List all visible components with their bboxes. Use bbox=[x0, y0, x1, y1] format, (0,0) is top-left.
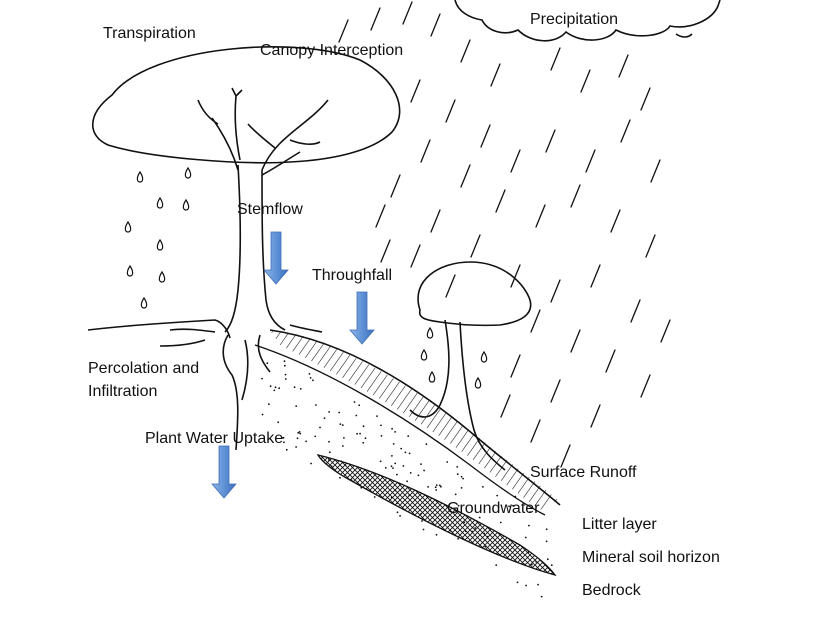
label-percolation-infiltration: Percolation and Infiltration bbox=[88, 360, 200, 401]
drop-icon bbox=[474, 376, 482, 389]
drop-icon bbox=[124, 220, 132, 233]
label-surface-runoff: Surface Runoff bbox=[530, 464, 637, 481]
drop-icon bbox=[140, 296, 148, 309]
down-arrow-icon bbox=[263, 231, 289, 285]
label-litter-layer: Litter layer bbox=[582, 516, 657, 533]
litter-band bbox=[270, 330, 558, 510]
sapling-icon bbox=[409, 261, 532, 471]
drop-icon bbox=[156, 238, 164, 251]
down-arrow-icon bbox=[211, 445, 237, 499]
label-plant-water-uptake: Plant Water Uptake bbox=[145, 430, 284, 447]
drop-icon bbox=[158, 270, 166, 283]
drop-icon bbox=[124, 166, 488, 389]
drop-icon bbox=[156, 196, 164, 209]
down-arrow-icon bbox=[349, 291, 375, 345]
label-mineral-soil-horizon: Mineral soil horizon bbox=[582, 549, 720, 566]
drop-icon bbox=[184, 166, 192, 179]
drop-icon bbox=[426, 326, 434, 339]
label-transpiration: Transpiration bbox=[103, 25, 196, 42]
label-groundwater: Groundwater bbox=[447, 500, 540, 517]
label-canopy-interception: Canopy Interception bbox=[260, 42, 404, 59]
drop-icon bbox=[480, 350, 488, 363]
tree-icon bbox=[87, 46, 401, 451]
drop-icon bbox=[126, 264, 134, 277]
tree-canopy bbox=[92, 46, 401, 164]
label-bedrock: Bedrock bbox=[582, 582, 641, 599]
cloud-icon bbox=[454, 0, 721, 42]
label-precipitation: Precipitation bbox=[530, 11, 619, 28]
arrow-group bbox=[211, 231, 375, 499]
drop-icon bbox=[136, 170, 144, 183]
label-throughfall: Throughfall bbox=[312, 267, 393, 284]
rain-icon bbox=[338, 1, 671, 468]
bedrock-band bbox=[316, 454, 557, 577]
soil-profile bbox=[254, 329, 561, 598]
drop-icon bbox=[420, 348, 428, 361]
drop-icon bbox=[428, 370, 436, 383]
label-stemflow: Stemflow bbox=[237, 201, 303, 218]
drop-icon bbox=[182, 198, 190, 211]
